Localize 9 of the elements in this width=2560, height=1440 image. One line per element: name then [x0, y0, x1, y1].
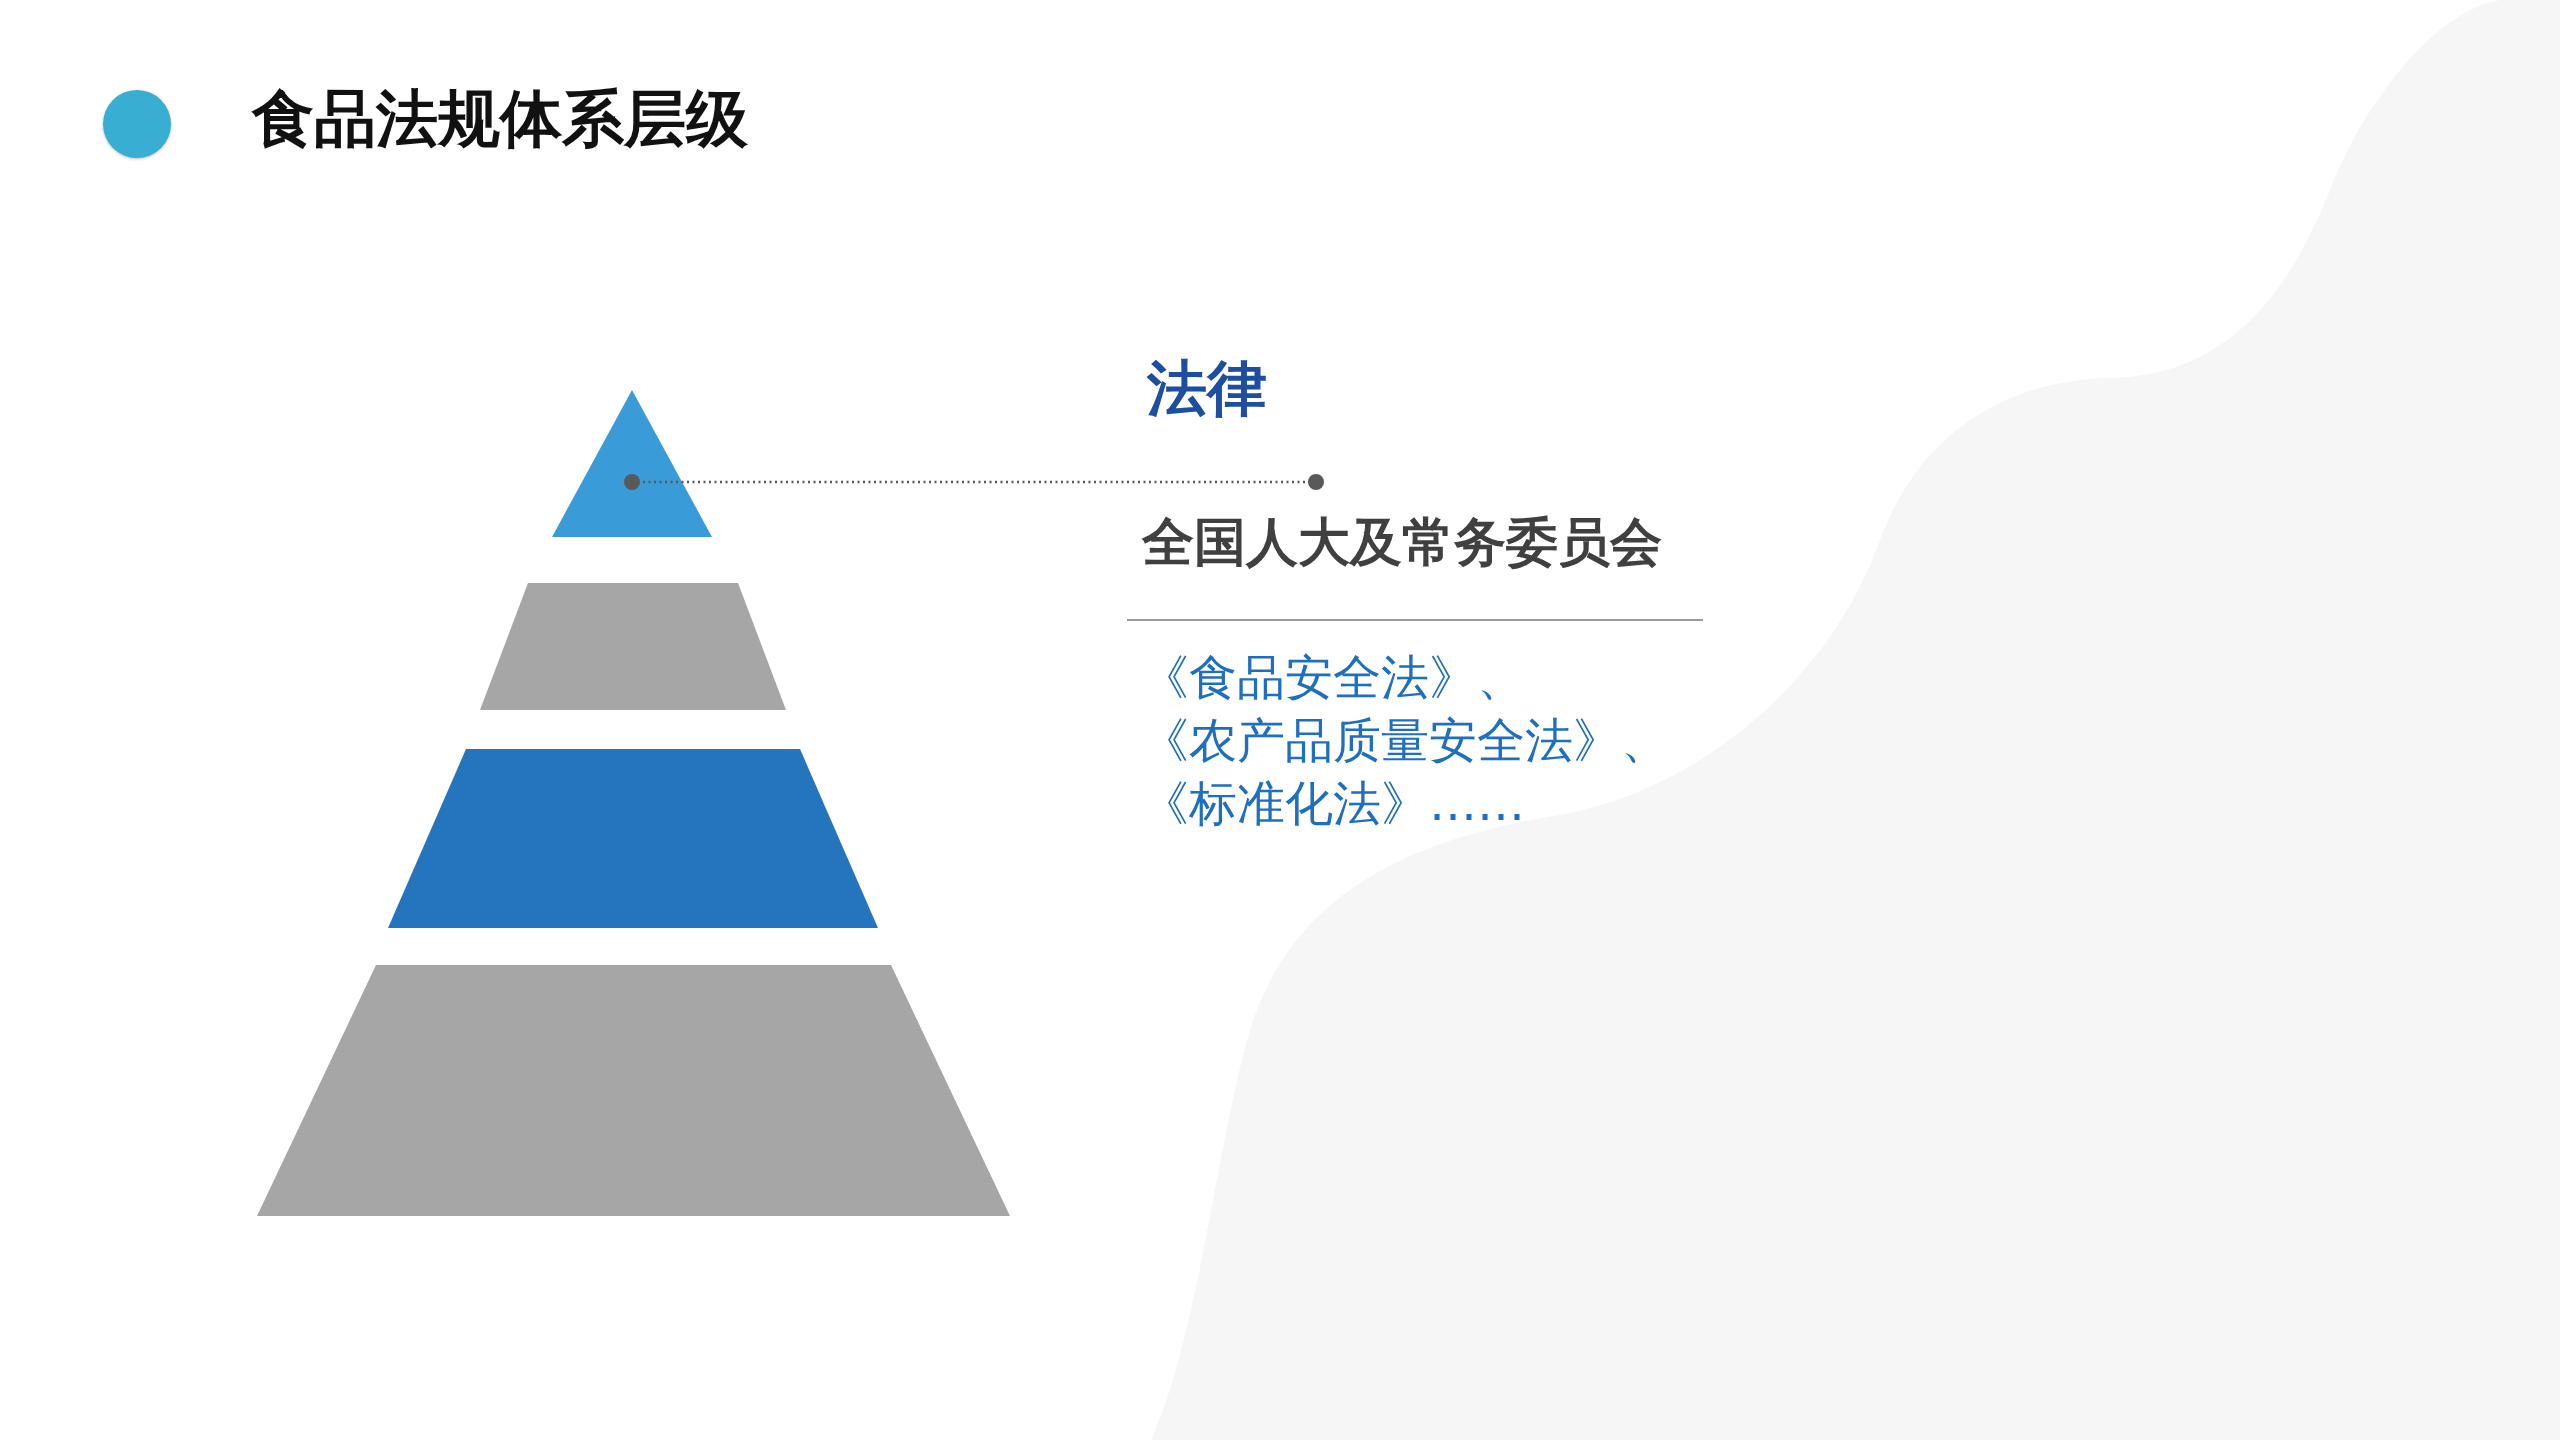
pyramid-tier	[388, 749, 878, 928]
leader-line	[624, 474, 1324, 490]
pyramid-top-triangle	[552, 390, 712, 537]
subheading: 全国人大及常务委员会	[1142, 511, 1662, 574]
law-list: 《食品安全法》、《农产品质量安全法》、《标准化法》……	[1141, 646, 1707, 835]
heading: 法律	[1147, 352, 1267, 424]
pyramid-tier	[257, 965, 1010, 1216]
pyramid-tier	[480, 583, 786, 710]
slide-title: 食品法规体系层级	[252, 82, 748, 156]
